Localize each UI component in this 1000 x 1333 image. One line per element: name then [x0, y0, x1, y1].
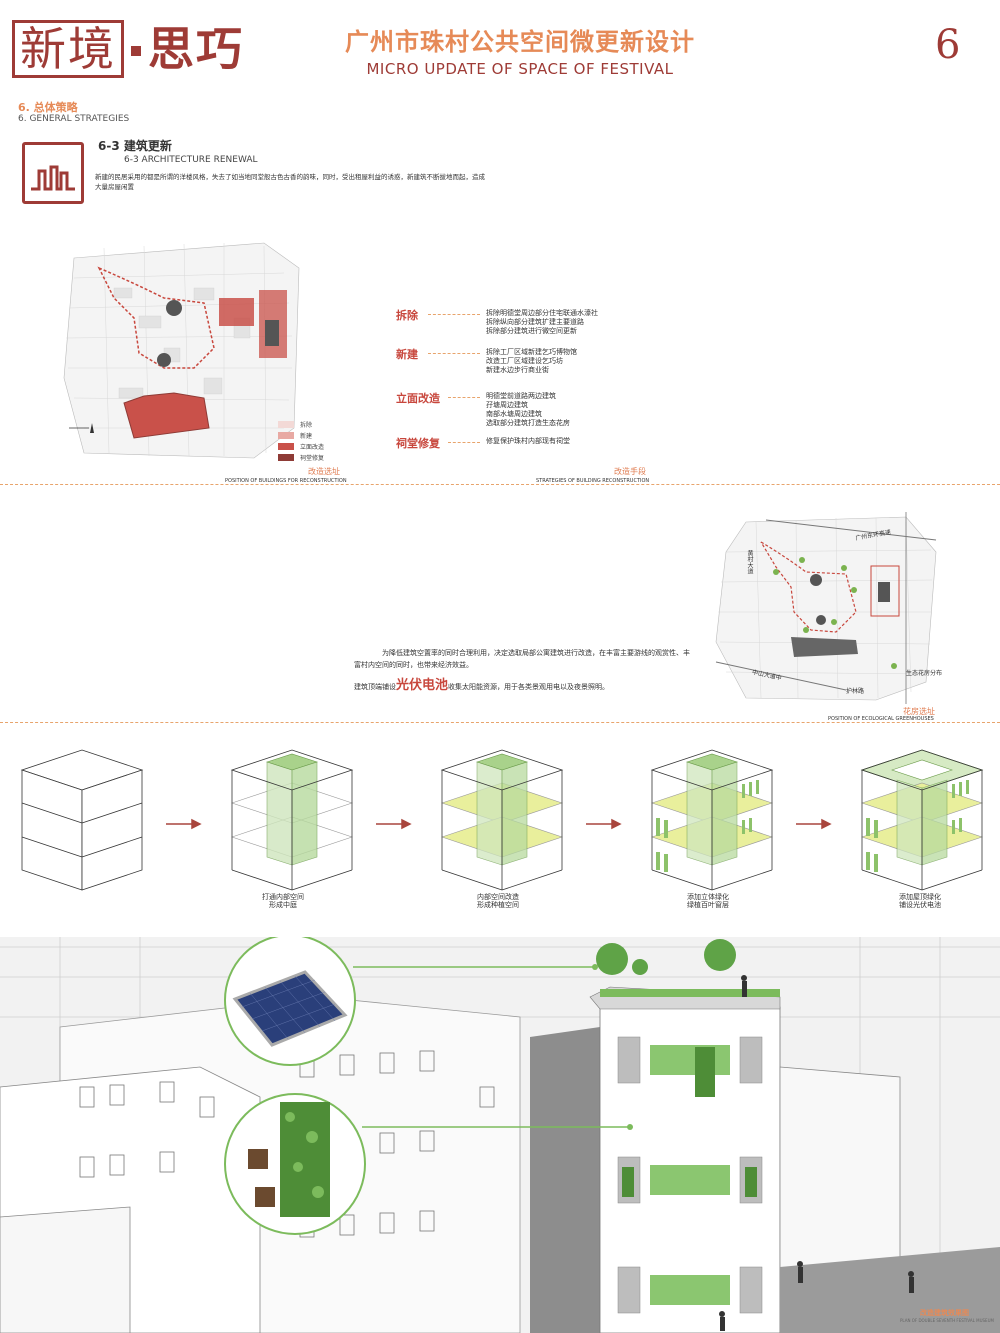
map-legend-greenhouse: 生态花房分布 — [906, 670, 943, 677]
legend-label: 祠堂修复 — [300, 455, 325, 462]
step-caption: 添加屋顶绿化 铺设光伏电池 — [880, 893, 960, 909]
strategy-lines: 拆除明德堂周边部分住宅联通水濠社 拆除纵向部分建筑扩建主要道路 拆除部分建筑进行… — [486, 309, 598, 336]
legend-swatch-temple — [278, 454, 294, 461]
step-caption-line: 打通内部空间 — [262, 893, 304, 901]
pv-suffix: 收集太阳能资源，用于各类景观用电以及夜景照明。 — [448, 683, 610, 691]
pv-prefix: 建筑顶端铺设 — [354, 683, 396, 691]
step-caption: 内部空间改造 形成种植空间 — [458, 893, 538, 909]
strategy-line: 修复保护珠村内部现有祠堂 — [486, 437, 570, 445]
map1-caption-en: POSITION OF BUILDINGS FOR RECONSTRUCTION — [225, 478, 347, 484]
step-caption-line: 形成中庭 — [269, 901, 297, 909]
building-plain — [20, 749, 144, 891]
map-road-label: 黄村大道 — [746, 550, 753, 574]
logo-text-right: 思巧 — [148, 22, 244, 76]
strategy-line: 拆除明德堂周边部分住宅联通水濠社 — [486, 309, 598, 317]
strategy-line: 孖塘周边建筑 — [486, 401, 528, 409]
intro-text: 新建的民居采用的都是所谓的洋楼风格，失去了如当地同堂般古色古香的韵味，同时，受出… — [95, 173, 485, 191]
strategy-lines: 修复保护珠村内部现有祠堂 — [486, 437, 570, 446]
strategy-heading: 新建 — [396, 348, 418, 361]
building-step-2 — [441, 749, 563, 891]
strategy-heading: 立面改造 — [396, 392, 440, 405]
transformation-diagram — [0, 740, 1000, 920]
strategies-caption-cn: 改造手段 — [614, 467, 646, 476]
strategy-leader — [428, 314, 480, 315]
section-title-cn: 6. 总体策略 — [18, 101, 78, 114]
logo-text-left: 新境 — [20, 22, 116, 76]
reconstruction-site-map — [44, 228, 344, 468]
strategy-lines: 明德堂前道路两边建筑 孖塘周边建筑 南部水塘周边建筑 选取部分建筑打造生态花房 — [486, 392, 570, 428]
strategy-line: 选取部分建筑打造生态花房 — [486, 419, 570, 427]
strategy-line: 拆除工厂区域新建乞巧博物馆 — [486, 348, 577, 356]
step-caption-line: 绿植百叶窗层 — [687, 901, 729, 909]
step-caption-line: 内部空间改造 — [477, 893, 519, 901]
render-watermark-cn: 改造建筑效果图 — [920, 1309, 969, 1317]
logo-dot — [131, 46, 141, 56]
strategy-line: 南部水塘周边建筑 — [486, 410, 542, 418]
map-road-label: 护林路 — [846, 688, 865, 695]
step-caption-line: 添加屋顶绿化 — [899, 893, 941, 901]
building-step-1 — [231, 749, 353, 891]
strategy-leader — [448, 397, 480, 398]
subsection-title-cn: 6-3 建筑更新 — [98, 139, 172, 153]
strategy-heading: 祠堂修复 — [396, 437, 440, 450]
section-divider — [0, 722, 1000, 723]
logo-frame — [12, 20, 124, 78]
strategy-lines: 拆除工厂区域新建乞巧博物馆 改造工厂区域建设乞巧坊 新建水边步行商业街 — [486, 348, 577, 375]
pv-highlight: 光伏电池 — [396, 678, 449, 693]
building-step-4 — [860, 749, 984, 891]
strategy-line: 明德堂前道路两边建筑 — [486, 392, 556, 400]
greenhouse-caption-en: POSITION OF ECOLOGICAL GREENHOUSES — [828, 716, 934, 722]
legend-swatch-facade — [278, 443, 294, 450]
render-watermark-en: PLAN OF DOUBLE SEVENTH FESTIVAL MUSEUM — [900, 1318, 994, 1323]
building-step-3 — [651, 749, 773, 891]
step-caption-line: 铺设光伏电池 — [899, 901, 941, 909]
section-divider — [0, 484, 1000, 485]
pv-sentence: 建筑顶端铺设光伏电池收集太阳能资源，用于各类景观用电以及夜景照明。 — [354, 674, 609, 693]
section-title-en: 6. GENERAL STRATEGIES — [18, 114, 130, 124]
step-caption-line: 添加立体绿化 — [687, 893, 729, 901]
page-title-cn: 广州市珠村公共空间微更新设计 — [345, 28, 695, 56]
map1-legend: 拆除 新建 立面改造 祠堂修复 — [278, 420, 324, 462]
greenhouse-paragraph: 为降低建筑空置率的同时合理利用，决定选取局部公寓建筑进行改造，在丰富主要游线的观… — [354, 649, 690, 669]
page-number: 6 — [935, 22, 961, 68]
strategy-line: 改造工厂区域建设乞巧坊 — [486, 357, 563, 365]
architecture-icon — [22, 142, 84, 204]
legend-label: 新建 — [300, 433, 313, 440]
subsection-title-en: 6-3 ARCHITECTURE RENEWAL — [124, 155, 258, 165]
strategy-leader — [428, 353, 480, 354]
greenhouse-site-map — [706, 512, 942, 704]
map1-caption-cn: 改造选址 — [308, 467, 340, 476]
step-caption: 打通内部空间 形成中庭 — [243, 893, 323, 909]
legend-label: 立面改造 — [300, 444, 325, 451]
strategy-leader — [448, 442, 480, 443]
legend-label: 拆除 — [300, 422, 313, 429]
step-caption: 添加立体绿化 绿植百叶窗层 — [668, 893, 748, 909]
strategy-line: 拆除部分建筑进行微空间更新 — [486, 327, 577, 335]
page-title-en: MICRO UPDATE OF SPACE OF FESTIVAL — [366, 60, 674, 78]
greenhouse-caption-cn: 花房选址 — [903, 707, 935, 716]
strategy-heading: 拆除 — [396, 309, 418, 322]
legend-swatch-demolish — [278, 421, 294, 428]
strategies-caption-en: STRATEGIES OF BUILDING RECONSTRUCTION — [536, 478, 650, 484]
legend-swatch-new — [278, 432, 294, 439]
strategy-line: 拆除纵向部分建筑扩建主要道路 — [486, 318, 584, 326]
strategy-line: 新建水边步行商业街 — [486, 366, 549, 374]
building-rendering — [0, 937, 1000, 1333]
step-caption-line: 形成种植空间 — [477, 901, 519, 909]
step-arrows — [166, 818, 832, 830]
